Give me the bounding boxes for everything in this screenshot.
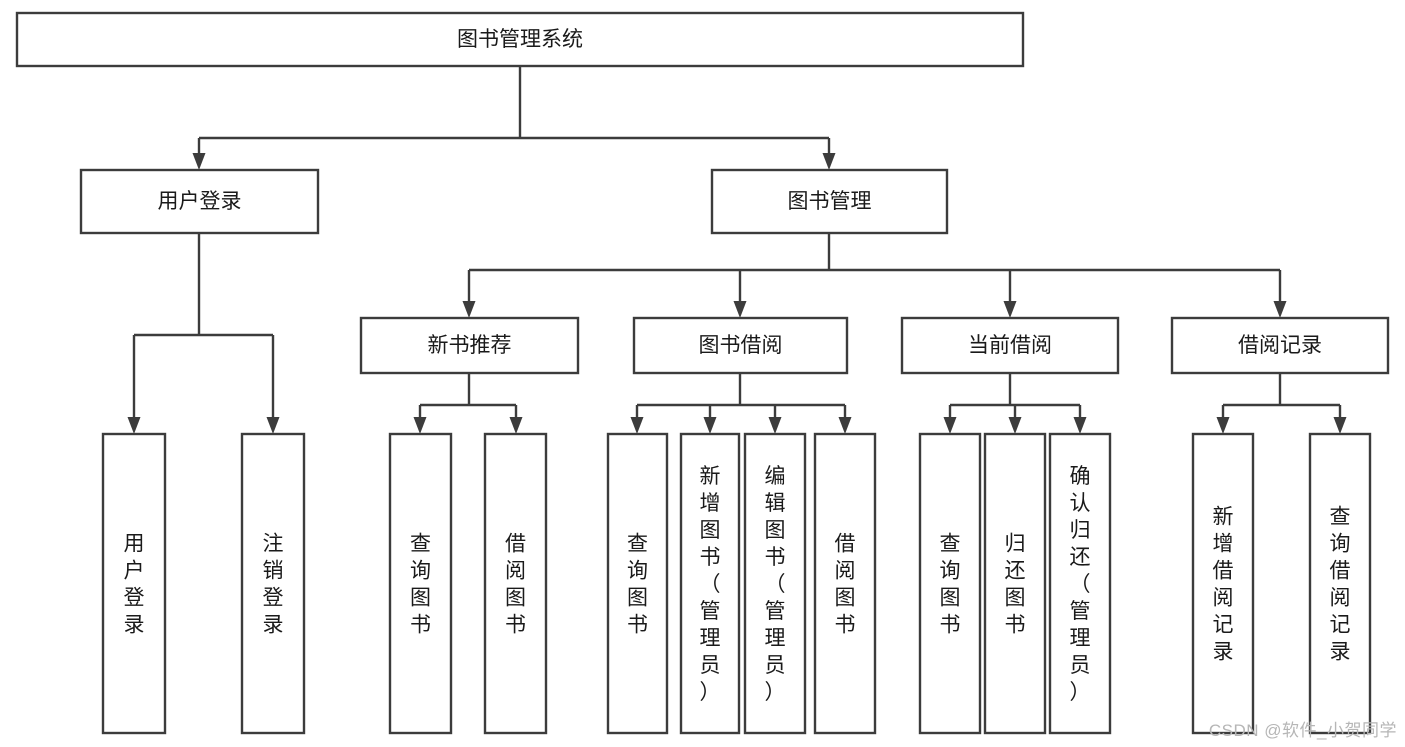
node-box-leaf-confirm-return-admin[interactable] <box>1048 432 1112 735</box>
node-box-leaf-borrow-book[interactable] <box>813 432 877 735</box>
conn-user-login-to-leaf2-arrowhead <box>266 417 280 434</box>
node-box-borrow-record[interactable] <box>1170 316 1390 375</box>
node-box-leaf-query-book-recommend[interactable] <box>388 432 453 735</box>
conn-root-to-book-manage-arrowhead <box>822 153 836 170</box>
leaf-node-leaf-return-book[interactable]: 归还图书 <box>983 432 1047 735</box>
conn-borrow-c-arrowhead <box>768 417 782 434</box>
node-box-root[interactable] <box>15 11 1025 68</box>
node-box-leaf-query-book-borrow[interactable] <box>606 432 669 735</box>
leaf-node-leaf-query-book-current[interactable]: 查询图书 <box>918 432 982 735</box>
conn-borrow-b-arrowhead <box>703 417 717 434</box>
level3-node-current-borrow[interactable]: 当前借阅 <box>900 316 1120 375</box>
node-label-leaf-user-login: 用户登录 <box>124 533 145 637</box>
node-label-root: 图书管理系统 <box>457 28 583 51</box>
conn-recommend-a-arrowhead <box>413 417 427 434</box>
node-label-leaf-query-borrow-record: 查询借阅记录 <box>1330 506 1351 664</box>
conn-current-c-arrowhead <box>1073 417 1087 434</box>
conn-bm-to-recommend-arrowhead <box>462 301 476 318</box>
node-box-leaf-edit-book-admin[interactable] <box>743 432 807 735</box>
conn-recommend-b-arrowhead <box>509 417 523 434</box>
node-label-book-manage: 图书管理 <box>788 190 872 213</box>
node-box-book-borrow[interactable] <box>632 316 849 375</box>
node-label-leaf-confirm-return-admin: 确认归还（管理员） <box>1070 465 1091 704</box>
node-label-new-book-recommend: 新书推荐 <box>428 334 512 357</box>
node-label-leaf-logout-login: 注销登录 <box>263 533 284 637</box>
node-label-borrow-record: 借阅记录 <box>1238 334 1322 357</box>
leaf-node-leaf-borrow-book[interactable]: 借阅图书 <box>813 432 877 735</box>
node-label-leaf-return-book: 归还图书 <box>1005 533 1026 637</box>
leaf-node-leaf-user-login[interactable]: 用户登录 <box>101 432 167 735</box>
node-box-leaf-return-book[interactable] <box>983 432 1047 735</box>
level2-node-user-login[interactable]: 用户登录 <box>79 168 320 235</box>
node-label-leaf-add-book-admin: 新增图书（管理员） <box>700 465 721 704</box>
leaf-node-leaf-logout-login[interactable]: 注销登录 <box>240 432 306 735</box>
conn-record-a-arrowhead <box>1216 417 1230 434</box>
root-node-root[interactable]: 图书管理系统 <box>15 11 1025 68</box>
connectors-layer <box>127 66 1347 434</box>
node-box-leaf-query-book-current[interactable] <box>918 432 982 735</box>
leaf-node-leaf-borrow-book-recommend[interactable]: 借阅图书 <box>483 432 548 735</box>
leaf-node-leaf-add-borrow-record[interactable]: 新增借阅记录 <box>1191 432 1255 735</box>
node-label-leaf-add-borrow-record: 新增借阅记录 <box>1213 506 1234 664</box>
node-box-leaf-logout-login[interactable] <box>240 432 306 735</box>
level3-node-borrow-record[interactable]: 借阅记录 <box>1170 316 1390 375</box>
node-label-book-borrow: 图书借阅 <box>699 334 783 357</box>
node-box-book-manage[interactable] <box>710 168 949 235</box>
node-label-user-login: 用户登录 <box>158 190 242 213</box>
node-label-leaf-borrow-book: 借阅图书 <box>835 533 856 637</box>
node-box-leaf-borrow-book-recommend[interactable] <box>483 432 548 735</box>
node-box-leaf-user-login[interactable] <box>101 432 167 735</box>
node-label-leaf-edit-book-admin: 编辑图书（管理员） <box>765 465 786 704</box>
level3-node-new-book-recommend[interactable]: 新书推荐 <box>359 316 580 375</box>
conn-root-to-user-login-arrowhead <box>192 153 206 170</box>
node-label-leaf-query-book-recommend: 查询图书 <box>410 533 431 637</box>
conn-bm-to-record-arrowhead <box>1273 301 1287 318</box>
node-box-leaf-add-borrow-record[interactable] <box>1191 432 1255 735</box>
leaf-node-leaf-add-book-admin[interactable]: 新增图书（管理员） <box>679 432 741 735</box>
node-box-current-borrow[interactable] <box>900 316 1120 375</box>
conn-current-b-arrowhead <box>1008 417 1022 434</box>
node-box-new-book-recommend[interactable] <box>359 316 580 375</box>
node-label-leaf-query-book-borrow: 查询图书 <box>627 533 648 637</box>
leaf-node-leaf-confirm-return-admin[interactable]: 确认归还（管理员） <box>1048 432 1112 735</box>
conn-user-login-to-leaf1-arrowhead <box>127 417 141 434</box>
conn-borrow-d-arrowhead <box>838 417 852 434</box>
conn-bm-to-borrow-arrowhead <box>733 301 747 318</box>
nodes-layer: 图书管理系统用户登录图书管理新书推荐图书借阅当前借阅借阅记录用户登录注销登录查询… <box>15 11 1390 735</box>
level3-node-book-borrow[interactable]: 图书借阅 <box>632 316 849 375</box>
leaf-node-leaf-query-book-recommend[interactable]: 查询图书 <box>388 432 453 735</box>
leaf-node-leaf-edit-book-admin[interactable]: 编辑图书（管理员） <box>743 432 807 735</box>
node-box-leaf-query-borrow-record[interactable] <box>1308 432 1372 735</box>
conn-bm-to-current-arrowhead <box>1003 301 1017 318</box>
node-label-leaf-borrow-book-recommend: 借阅图书 <box>505 533 526 637</box>
leaf-node-leaf-query-book-borrow[interactable]: 查询图书 <box>606 432 669 735</box>
level2-node-book-manage[interactable]: 图书管理 <box>710 168 949 235</box>
conn-current-a-arrowhead <box>943 417 957 434</box>
conn-borrow-a-arrowhead <box>630 417 644 434</box>
node-box-leaf-add-book-admin[interactable] <box>679 432 741 735</box>
leaf-node-leaf-query-borrow-record[interactable]: 查询借阅记录 <box>1308 432 1372 735</box>
conn-record-b-arrowhead <box>1333 417 1347 434</box>
node-box-user-login[interactable] <box>79 168 320 235</box>
node-label-leaf-query-book-current: 查询图书 <box>940 533 961 637</box>
node-label-current-borrow: 当前借阅 <box>968 334 1052 357</box>
